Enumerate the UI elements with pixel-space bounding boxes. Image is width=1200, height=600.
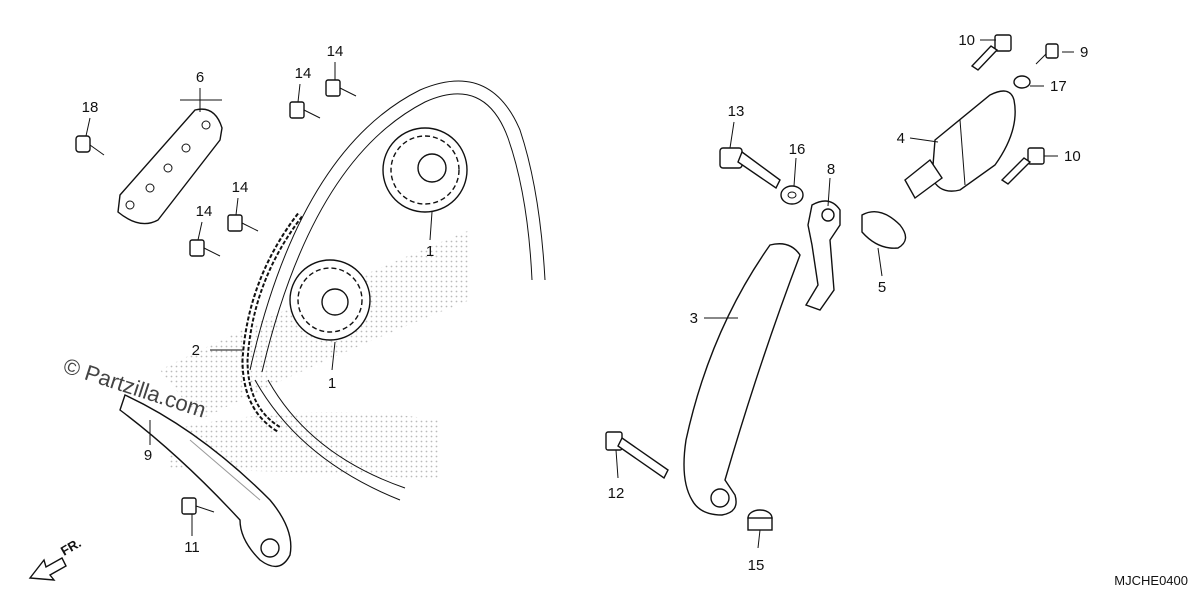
- pivot-bolt-13: [719, 147, 781, 190]
- bolt-10-lower: [1000, 147, 1045, 185]
- callout-14-d: 14: [196, 203, 213, 220]
- bolt-14-c: [227, 214, 259, 232]
- cam-chain-guide-loop: [249, 80, 546, 501]
- callout-2: 2: [192, 342, 200, 359]
- direction-label: FR.: [58, 535, 84, 558]
- callout-12: 12: [608, 485, 625, 502]
- callout-14-a: 14: [327, 43, 344, 60]
- callout-14-c: 14: [232, 179, 249, 196]
- bolt-14-a: [325, 79, 357, 97]
- callout-13: 13: [728, 103, 745, 120]
- bolt-12: [605, 431, 669, 480]
- leader-lines: [85, 39, 1074, 549]
- callout-18: 18: [82, 99, 99, 116]
- washer-16: [780, 185, 804, 205]
- callout-10-lower: 10: [1064, 148, 1081, 165]
- bolt-14-d: [189, 239, 221, 257]
- callout-1-upper: 1: [426, 243, 434, 260]
- chain-guide: [119, 394, 292, 568]
- bolt-10-upper: [970, 34, 1012, 71]
- cam-chain-tensioner-lifter: [904, 90, 1016, 200]
- tensioner-bracket: [804, 200, 841, 311]
- callout-16: 16: [789, 141, 806, 158]
- callout-10-upper: 10: [958, 32, 975, 49]
- callouts: 6 18 14 14 14 14 1 1 2 9 11 3 13 16 8 5 …: [82, 32, 1089, 574]
- bolt-11: [181, 497, 215, 515]
- callout-4: 4: [897, 130, 905, 147]
- diagram-code: MJCHE0400: [1114, 573, 1188, 588]
- collar-15: [747, 509, 773, 531]
- callout-5: 5: [878, 279, 886, 296]
- gasket-5: [861, 211, 907, 249]
- callout-6: 8: [827, 161, 835, 178]
- bolt-9: [1035, 43, 1059, 65]
- upper-cam-sprocket: [382, 127, 468, 213]
- callout-3: 3: [690, 310, 698, 327]
- washer-17: [1013, 75, 1031, 89]
- callout-11: 11: [184, 539, 200, 556]
- callout-9: 9: [1080, 44, 1088, 61]
- lower-cam-sprocket: [289, 259, 371, 341]
- callout-17: 17: [1050, 78, 1067, 95]
- arrow-icon: [28, 557, 67, 581]
- callout-8: 9: [144, 447, 152, 464]
- front-direction-indicator: FR.: [28, 535, 84, 581]
- chain-tensioner-arm: [683, 243, 801, 516]
- callout-14-b: 14: [295, 65, 312, 82]
- bolt-14-b: [289, 101, 321, 119]
- bolt-18: [75, 135, 105, 156]
- cam-chain: [241, 212, 303, 434]
- callout-15: 15: [748, 557, 765, 574]
- callout-1-lower: 1: [328, 375, 336, 392]
- chain-guide-plate: [117, 108, 223, 225]
- callout-7: 6: [196, 69, 204, 86]
